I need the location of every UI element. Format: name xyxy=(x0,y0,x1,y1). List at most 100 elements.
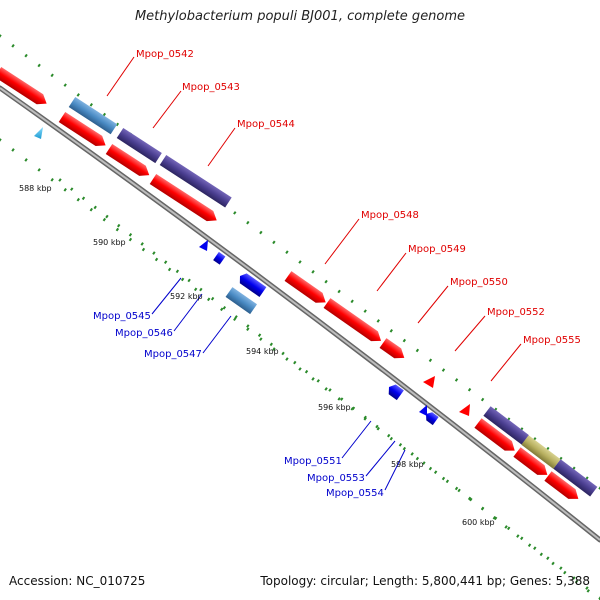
track-dot xyxy=(533,546,537,551)
track-dot xyxy=(0,34,2,38)
track-dot xyxy=(180,277,185,282)
track-dot xyxy=(311,270,315,274)
track-dot xyxy=(467,496,472,501)
track-dot xyxy=(363,415,367,420)
gene-arrow-inner-far-2 xyxy=(513,447,548,475)
track-dot xyxy=(76,93,80,97)
gene-small-mpop-0553 xyxy=(419,405,427,416)
track-dot xyxy=(363,309,367,313)
track-dot xyxy=(58,178,62,182)
kbp-tick-label: 592 kbp xyxy=(170,292,203,301)
track-dot xyxy=(337,289,341,294)
gene-label-forward: Mpop_0555 xyxy=(523,335,581,346)
gene-label-reverse: Mpop_0545 xyxy=(93,311,151,322)
track-dot xyxy=(402,338,407,343)
track-dot xyxy=(207,297,211,302)
track-dot xyxy=(428,358,433,363)
track-dot xyxy=(193,287,198,292)
gene-label-reverse: Mpop_0551 xyxy=(284,456,342,467)
track-dot xyxy=(152,251,156,255)
track-dot xyxy=(24,53,28,58)
track-dot xyxy=(457,488,461,493)
track-dot xyxy=(328,388,332,392)
track-dot xyxy=(389,328,393,333)
track-dot xyxy=(234,315,238,319)
track-dot xyxy=(102,217,107,222)
gene-block-purple-far-1 xyxy=(483,406,529,445)
track-dot xyxy=(467,387,472,392)
track-dot xyxy=(563,570,567,575)
track-dot xyxy=(175,269,180,274)
track-dot xyxy=(199,287,203,292)
track-dot xyxy=(115,227,120,232)
track-dot xyxy=(187,278,191,283)
track-dot xyxy=(89,207,93,212)
gene-arrow-inner-far-1 xyxy=(474,418,515,451)
track-dot xyxy=(105,214,109,219)
gene-block-mpop-0546-b xyxy=(239,273,267,297)
track-dot xyxy=(272,347,276,351)
gene-block-mpop-0544 xyxy=(159,154,232,208)
gene-arrow-mpop-0549 xyxy=(323,298,382,342)
track-dot xyxy=(375,424,379,429)
track-dot xyxy=(551,561,555,566)
kbp-tick-label: 598 kbp xyxy=(391,460,424,469)
track-dot xyxy=(507,526,511,531)
forward-gene-labels: Mpop_0542Mpop_0543Mpop_0544Mpop_0548Mpop… xyxy=(136,49,581,346)
gene-arrow-inner-2 xyxy=(105,143,150,176)
track-dot xyxy=(24,158,28,162)
accession-text: Accession: NC_010725 xyxy=(9,574,146,588)
kbp-tick-label: 594 kbp xyxy=(246,347,279,356)
gene-block-mpop-0547 xyxy=(225,287,258,315)
track-dot xyxy=(337,397,341,401)
track-dot xyxy=(281,351,285,356)
track-dot xyxy=(222,306,227,310)
gene-block-mpop-0554 xyxy=(426,412,439,426)
track-dot xyxy=(259,337,263,341)
gene-small-cyan xyxy=(34,127,43,139)
gene-arrow-inner-far-3 xyxy=(544,471,579,499)
track-dot xyxy=(37,63,41,68)
track-dot xyxy=(76,197,80,202)
track-dot xyxy=(304,369,309,374)
kbp-tick-label: 590 kbp xyxy=(93,238,126,247)
track-dot xyxy=(376,426,380,431)
track-dot xyxy=(128,237,133,242)
track-dot xyxy=(410,452,414,456)
track-dot xyxy=(50,73,54,78)
gene-block-mpop-0542 xyxy=(68,96,118,135)
track-dot xyxy=(598,486,600,490)
track-dot xyxy=(259,230,263,235)
track-dot xyxy=(246,220,250,225)
track-dot xyxy=(246,324,250,328)
track-dot xyxy=(63,187,67,192)
track-dot xyxy=(351,406,356,411)
track-dot xyxy=(585,586,589,590)
track-dot xyxy=(50,178,54,182)
track-dot xyxy=(445,479,450,484)
gene-label-forward: Mpop_0549 xyxy=(408,244,466,255)
gene-block-mpop-0543 xyxy=(116,127,162,164)
track-dot xyxy=(428,466,433,471)
gene-block-mpop-0546-a xyxy=(213,251,226,265)
track-dot xyxy=(140,242,144,246)
track-dot xyxy=(574,579,579,584)
track-dot xyxy=(163,260,168,264)
kbp-tick-label: 600 kbp xyxy=(462,518,495,527)
track-dot xyxy=(167,267,172,272)
track-dot xyxy=(527,543,532,548)
track-dot xyxy=(376,319,380,323)
track-dot xyxy=(398,442,403,447)
gene-small-mpop-0555 xyxy=(459,404,470,416)
track-dot xyxy=(115,122,120,127)
gene-label-reverse: Mpop_0553 xyxy=(307,473,365,484)
track-dot xyxy=(546,556,550,560)
track-dot xyxy=(141,247,146,252)
track-dot xyxy=(0,138,2,142)
gene-label-forward: Mpop_0548 xyxy=(361,210,419,221)
reverse-gene-labels: Mpop_0545Mpop_0546Mpop_0547Mpop_0551Mpop… xyxy=(93,311,384,499)
track-dot xyxy=(415,348,420,353)
track-dot xyxy=(272,240,276,245)
track-dot xyxy=(89,102,93,107)
track-dot xyxy=(516,534,520,538)
